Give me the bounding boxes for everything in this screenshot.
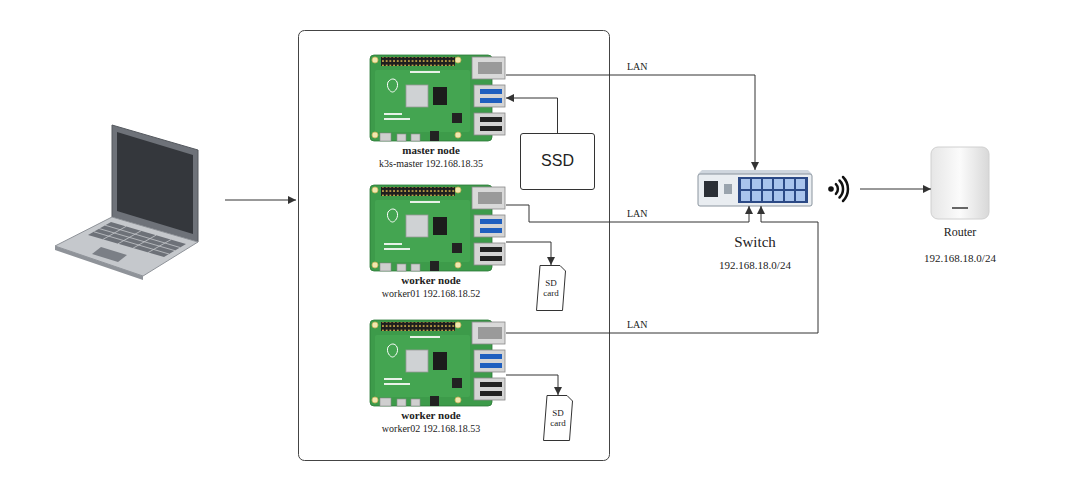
node-address: worker02 192.168.18.53 [382,423,480,435]
node-address: 192.168.18.0/24 [719,259,791,272]
switch-power [704,181,718,197]
raspberry-pi-board [370,55,505,141]
switch-port-panel [738,177,808,203]
compute-board: master nodek3s-master 192.168.18.35 [370,55,506,141]
network-link [506,242,551,265]
sd-card-shape [544,396,573,441]
cluster-frame [299,31,610,461]
laptop-arrow [225,200,296,201]
text-group: SSD [521,134,594,189]
node-title: worker node [401,274,460,287]
link-label: LAN [625,208,650,220]
storage-box: SSD [520,133,595,190]
node-address: k3s-master 192.168.18.35 [379,158,483,170]
network-link [812,189,931,190]
text-group: worker nodeworker02 192.168.18.53 [370,409,492,434]
router-logo [952,207,968,209]
switch-led [724,184,732,194]
laptop-touchpad [92,247,127,262]
network-link [506,205,749,222]
node-title: Router [944,226,977,240]
node-title: SSD [541,152,574,170]
sd-card-shape [537,266,566,311]
node-title: SD card [541,278,561,299]
network-switch: Switch192.168.18.0/24 [698,170,812,206]
node-title: SD card [548,408,568,429]
router-device: Router192.168.18.0/24 [931,147,989,219]
router-device [931,147,989,219]
text-group: SD card [536,265,566,311]
text-group: Router192.168.18.0/24 [931,226,989,264]
wireless-symbol [828,177,848,201]
raspberry-pi-board [370,185,505,271]
node-title: master node [402,144,460,157]
switch-device [698,170,812,206]
laptop-illustration [55,125,198,280]
sd-card: SD card [536,265,566,311]
router-body [931,147,989,219]
network-link [506,98,558,133]
network-link [506,375,558,395]
node-title: Switch [734,234,776,251]
text-group: master nodek3s-master 192.168.18.35 [370,144,492,169]
network-link [506,75,755,170]
switch-ports [741,179,805,201]
text-group: Switch 192.168.18.0/24 [698,234,812,272]
text-group: SD card [543,395,573,441]
switch-top [698,170,812,174]
laptop-screen [117,132,193,234]
node-address: worker01 192.168.18.52 [382,288,480,300]
raspberry-pi-board [370,320,505,406]
network-link [506,206,818,333]
compute-board: worker nodeworker01 192.168.18.52 [370,185,506,271]
laptop-base [55,217,198,276]
laptop-edge [55,246,143,280]
text-group: worker nodeworker01 192.168.18.52 [370,274,492,299]
switch-body [698,174,812,206]
node-title: worker node [401,409,460,422]
compute-board: worker nodeworker02 192.168.18.53 [370,320,506,406]
link-label: LAN [625,319,650,331]
node-address: 192.168.18.0/24 [924,252,996,265]
link-label: LAN [625,61,650,73]
sd-card: SD card [543,395,573,441]
